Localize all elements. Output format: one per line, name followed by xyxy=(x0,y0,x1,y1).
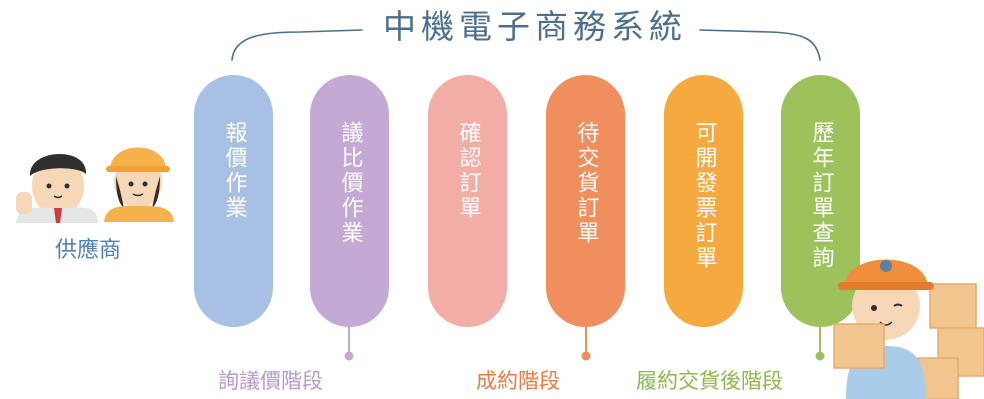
page-title: 中機電子商務系統 xyxy=(383,7,687,46)
step-label: 議比價作業 xyxy=(337,121,363,246)
step-invoiceable-orders[interactable]: 可開發票訂單 xyxy=(664,75,743,327)
step-label: 待交貨訂單 xyxy=(573,121,599,246)
delivery-worker-icon xyxy=(833,259,984,399)
step-label: 確認訂單 xyxy=(455,121,481,221)
phase-inquiry: 詢議價階段 xyxy=(218,369,323,393)
step-price-comparison[interactable]: 議比價作業 xyxy=(310,75,389,327)
step-label: 可開發票訂單 xyxy=(691,121,717,271)
businessman-avatar xyxy=(16,153,98,223)
worker-avatar xyxy=(104,147,174,222)
step-quotation[interactable]: 報價作業 xyxy=(194,75,273,327)
step-confirm-order[interactable]: 確認訂單 xyxy=(428,75,507,327)
step-label: 報價作業 xyxy=(221,121,247,221)
step-label: 歷年訂單查詢 xyxy=(808,121,834,271)
supplier-label: 供應商 xyxy=(55,238,122,263)
phase-contract: 成約階段 xyxy=(476,369,560,393)
step-pending-delivery[interactable]: 待交貨訂單 xyxy=(546,75,625,327)
phase-fulfillment: 履約交貨後階段 xyxy=(636,369,783,393)
